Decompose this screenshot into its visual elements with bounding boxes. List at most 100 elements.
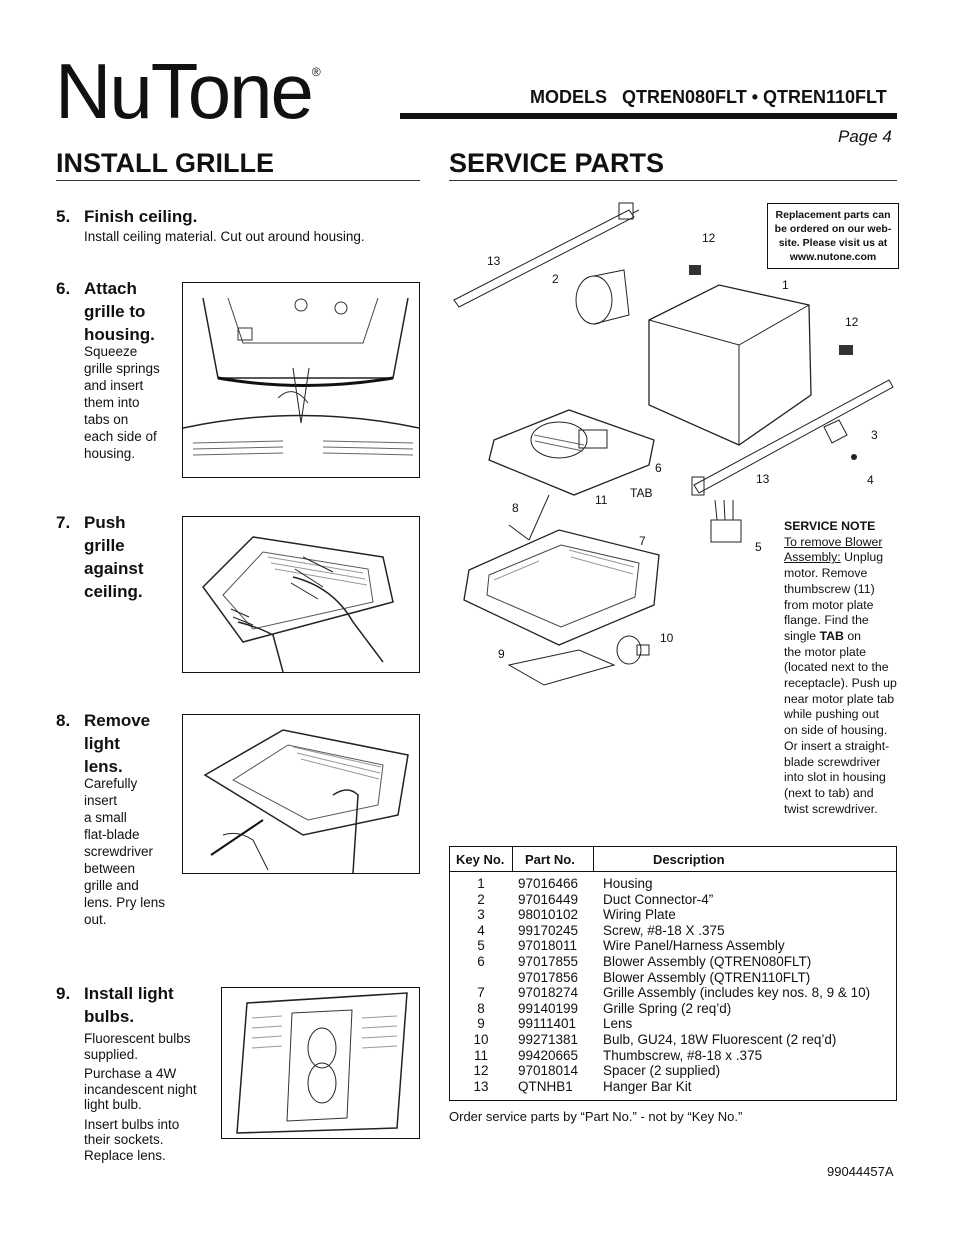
table-row: 3 98010102 Wiring Plate — [450, 907, 896, 923]
table-cell: Bulb, GU24, 18W Fluorescent (2 req’d) — [603, 1031, 837, 1047]
table-row: 1 97016466 Housing — [450, 876, 896, 892]
label-5: 5 — [755, 540, 762, 554]
table-row: 5 97018011 Wire Panel/Harness Assembly — [450, 938, 896, 954]
label-12-right: 12 — [845, 315, 859, 329]
label-2: 2 — [552, 272, 559, 286]
table-cell: 97018011 — [518, 938, 578, 954]
table-body: 1 97016466 Housing 2 97016449 Duct Connector-… — [450, 876, 896, 1094]
table-cell: Spacer (2 supplied) — [603, 1063, 721, 1079]
label-12-top: 12 — [702, 231, 716, 245]
order-footnote: Order service parts by “Part No.” - not … — [449, 1109, 743, 1124]
table-cell: 97016466 — [518, 876, 579, 891]
table-row: 97017856 Blower Assembly (QTREN110FLT) — [450, 970, 896, 986]
table-cell: Duct Connector-4” — [603, 891, 714, 907]
label-7: 7 — [639, 534, 646, 548]
table-cell: 99140199 — [518, 1000, 579, 1016]
table-cell: Grille Spring (2 req’d) — [603, 1000, 732, 1016]
table-cell: 97017856 — [518, 969, 579, 985]
header-key-no: Key No. — [456, 852, 505, 867]
table-cell: 11 — [473, 1047, 488, 1063]
table-cell: 97017855 — [518, 953, 579, 969]
table-cell: Grille Assembly (includes key nos. 8, 9 … — [603, 985, 871, 1001]
table-cell: 5 — [477, 938, 485, 954]
table-cell: 97016449 — [518, 891, 579, 907]
table-cell: Housing — [603, 876, 653, 891]
table-header-rule — [450, 871, 896, 872]
table-row: 12 97018014 Spacer (2 supplied) — [450, 1063, 896, 1079]
table-cell: 10 — [473, 1031, 489, 1047]
table-cell: Blower Assembly (QTREN110FLT) — [603, 969, 811, 985]
table-cell: 1 — [477, 876, 485, 891]
table-cell: 99111401 — [518, 1016, 577, 1032]
table-cell: Wire Panel/Harness Assembly — [603, 938, 785, 954]
step-8-number: 8. — [56, 711, 71, 730]
label-11: 11 — [595, 493, 608, 507]
left-heading-rule — [56, 180, 420, 181]
service-parts-heading: SERVICE PARTS — [449, 148, 665, 178]
table-cell: 9 — [477, 1016, 485, 1032]
label-13-top: 13 — [487, 254, 501, 268]
exploded-parts-diagram: 13 2 12 12 1 13 3 4 6 11 TAB 5 — [453, 202, 894, 686]
label-3: 3 — [871, 428, 878, 442]
table-cell: 97018274 — [518, 985, 579, 1001]
table-row: 2 97016449 Duct Connector-4” — [450, 892, 896, 908]
table-cell: 99420665 — [518, 1047, 579, 1063]
table-cell: 8 — [477, 1000, 485, 1016]
table-cell: 4 — [477, 922, 485, 938]
header-rule — [400, 113, 897, 119]
table-cell: Lens — [603, 1016, 633, 1032]
table-cell: 98010102 — [518, 907, 579, 923]
brand-logo: NuTone® — [55, 47, 321, 135]
step-9-number: 9. — [56, 984, 71, 1003]
table-row: 8 99140199 Grille Spring (2 req’d) — [450, 1001, 896, 1017]
table-cell: 12 — [473, 1063, 489, 1079]
page-number: Page 4 — [838, 127, 892, 146]
label-8: 8 — [512, 501, 519, 515]
push-grille-illustration — [182, 516, 420, 673]
label-tab: TAB — [630, 486, 652, 500]
grille-to-housing-illustration — [182, 282, 420, 478]
step-5-body: Install ceiling material. Cut out around… — [84, 229, 365, 244]
table-cell: 99271381 — [518, 1031, 579, 1047]
label-9: 9 — [498, 647, 505, 661]
header-part-no: Part No. — [525, 852, 575, 867]
service-note: SERVICE NOTE To remove Blower Assembly: … — [784, 519, 897, 816]
table-row: 13 QTNHB1 Hanger Bar Kit — [450, 1079, 896, 1095]
label-1: 1 — [782, 278, 789, 292]
table-cell: 2 — [477, 891, 485, 907]
registered-mark: ® — [311, 65, 321, 79]
step-5-title: Finish ceiling. — [84, 207, 198, 226]
table-cell: 7 — [477, 985, 485, 1001]
table-cell: Screw, #8-18 X .375 — [603, 922, 725, 938]
label-13-bottom: 13 — [756, 472, 770, 486]
step-7-number: 7. — [56, 513, 71, 532]
table-cell: QTNHB1 — [518, 1078, 573, 1094]
table-row: 7 97018274 Grille Assembly (includes key n… — [450, 985, 896, 1001]
install-grille-heading: INSTALL GRILLE — [56, 148, 274, 178]
document-number: 99044457A — [827, 1164, 894, 1179]
table-cell: 13 — [473, 1078, 489, 1094]
table-cell: 97018014 — [518, 1063, 579, 1079]
table-cell: Blower Assembly (QTREN080FLT) — [603, 953, 812, 969]
label-10: 10 — [660, 631, 674, 645]
models-line: MODELS QTREN080FLT • QTREN110FLT — [530, 87, 887, 107]
label-4: 4 — [867, 473, 874, 487]
table-cell: Hanger Bar Kit — [603, 1078, 692, 1094]
label-6: 6 — [655, 461, 662, 475]
table-row: 10 99271381 Bulb, GU24, 18W Fluorescent (2… — [450, 1032, 896, 1048]
right-heading-rule — [449, 180, 897, 181]
step-5-number: 5. — [56, 207, 71, 226]
table-cell: 3 — [477, 907, 485, 923]
remove-lens-illustration — [182, 714, 420, 874]
table-cell: Wiring Plate — [603, 907, 676, 923]
